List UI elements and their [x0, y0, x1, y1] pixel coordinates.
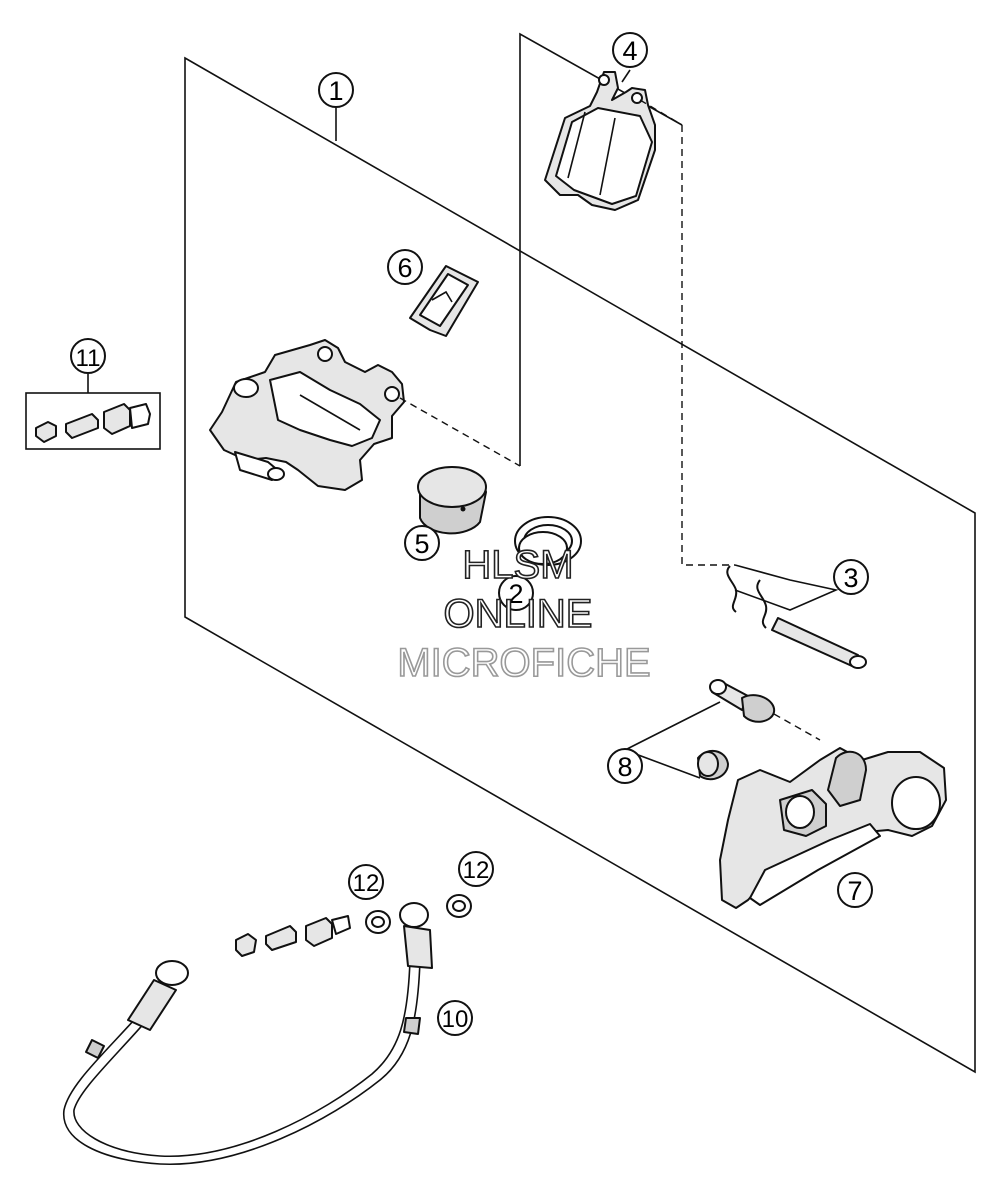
callout-10[interactable]: 10 [437, 1000, 473, 1036]
brake-line[interactable] [63, 902, 433, 1165]
callout-3[interactable]: 3 [833, 559, 869, 595]
watermark-line-3: MICROFICHE [397, 641, 650, 685]
callout-5[interactable]: 5 [404, 525, 440, 561]
callout-8[interactable]: 8 [607, 748, 643, 784]
callout-12-left[interactable]: 12 [348, 864, 384, 900]
svg-text:3: 3 [843, 563, 858, 593]
caliper-body[interactable] [209, 339, 405, 491]
bleed-screw-set[interactable] [35, 403, 151, 443]
guide-bolt-upper[interactable] [709, 679, 776, 723]
callout-1[interactable]: 1 [318, 72, 354, 108]
svg-text:11: 11 [76, 345, 101, 372]
sealing-ring-left[interactable] [365, 910, 391, 934]
brake-pads[interactable] [544, 71, 656, 211]
sealing-ring-right[interactable] [446, 894, 472, 918]
pad-pin-and-clips[interactable] [726, 565, 867, 669]
guide-bolt-lower[interactable] [697, 749, 729, 781]
svg-text:8: 8 [617, 752, 632, 782]
svg-text:12: 12 [353, 870, 380, 897]
piston[interactable] [417, 466, 487, 535]
seal-ring-set[interactable] [514, 516, 582, 566]
watermark-line-1: HLSM [462, 543, 573, 587]
caliper-support-bracket[interactable] [719, 747, 947, 909]
brake-line-fittings[interactable] [235, 915, 351, 957]
svg-text:1: 1 [328, 76, 343, 106]
bolt-line [773, 713, 821, 741]
svg-text:4: 4 [622, 36, 637, 66]
pad-pin-line [639, 99, 683, 126]
svg-text:10: 10 [442, 1006, 469, 1033]
callout-3-leader [734, 564, 839, 611]
callout-4-leader [621, 69, 631, 83]
svg-text:6: 6 [397, 253, 412, 283]
callout-2[interactable]: 2 [498, 575, 534, 611]
callout-4[interactable]: 4 [612, 32, 648, 68]
svg-text:2: 2 [508, 579, 523, 609]
svg-text:5: 5 [414, 529, 429, 559]
svg-text:7: 7 [847, 876, 862, 906]
caliper-pin-line [399, 397, 521, 467]
callout-6[interactable]: 6 [387, 249, 423, 285]
callout-11[interactable]: 11 [70, 338, 106, 374]
pad-group-dashed-link [681, 125, 735, 566]
callout-7[interactable]: 7 [837, 872, 873, 908]
callout-12-right[interactable]: 12 [458, 851, 494, 887]
pad-spring[interactable] [409, 265, 479, 337]
svg-text:12: 12 [463, 857, 490, 884]
watermark-line-2: ONLINE [444, 592, 593, 636]
assembly-frame [184, 56, 976, 1074]
bleed-screw-box [25, 392, 161, 450]
watermark: HLSM ONLINE MICROFICHE [397, 542, 652, 686]
